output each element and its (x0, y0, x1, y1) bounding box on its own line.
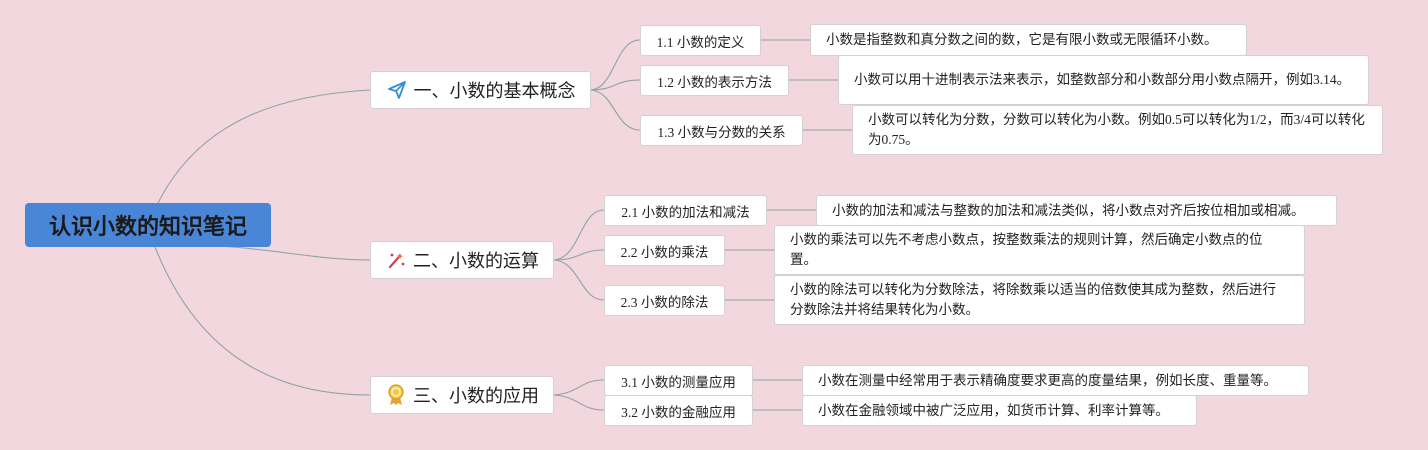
branch-operations[interactable]: 二、小数的运算 (370, 241, 554, 279)
topic-label: 2.2 小数的乘法 (620, 244, 709, 260)
topic-label: 1.1 小数的定义 (656, 34, 745, 50)
topic-2-3[interactable]: 2.3 小数的除法 (604, 285, 725, 316)
topic-label: 3.1 小数的测量应用 (621, 374, 736, 390)
topic-label: 2.3 小数的除法 (620, 294, 709, 310)
note-text: 小数可以用十进制表示法来表示，如整数部分和小数部分用小数点隔开，例如3.14。 (854, 72, 1351, 87)
root-node[interactable]: 认识小数的知识笔记 (25, 203, 271, 247)
branch-title: 三、小数的应用 (413, 386, 539, 407)
topic-3-2[interactable]: 3.2 小数的金融应用 (604, 395, 753, 426)
topic-label: 1.2 小数的表示方法 (657, 74, 772, 90)
topic-label: 3.2 小数的金融应用 (621, 404, 736, 420)
topic-2-2[interactable]: 2.2 小数的乘法 (604, 235, 725, 266)
topic-1-2[interactable]: 1.2 小数的表示方法 (640, 65, 789, 96)
branch-applications[interactable]: 三、小数的应用 (370, 376, 554, 414)
note-text: 小数在金融领域中被广泛应用，如货币计算、利率计算等。 (818, 402, 1169, 418)
branch-title: 一、小数的基本概念 (413, 81, 576, 102)
link-b3-s1 (553, 379, 605, 396)
link-b2-s3 (553, 259, 605, 301)
link-b1-s2 (590, 79, 641, 91)
link-root-branch-3 (154, 246, 371, 396)
topic-2-1[interactable]: 2.1 小数的加法和减法 (604, 195, 767, 226)
note-2-3[interactable]: 小数的除法可以转化为分数除法，将除数乘以适当的倍数使其成为整数，然后进行分数除法… (774, 275, 1305, 325)
note-2-2[interactable]: 小数的乘法可以先不考虑小数点，按整数乘法的规则计算，然后确定小数点的位置。 (774, 225, 1305, 275)
note-text: 小数可以转化为分数，分数可以转化为小数。例如0.5可以转化为1/2，而3/4可以… (868, 112, 1365, 147)
note-text: 小数是指整数和真分数之间的数，它是有限小数或无限循环小数。 (826, 32, 1218, 47)
link-root-branch-1 (157, 89, 371, 204)
topic-3-1[interactable]: 3.1 小数的测量应用 (604, 365, 753, 396)
topic-label: 1.3 小数与分数的关系 (657, 124, 786, 140)
note-2-1[interactable]: 小数的加法和减法与整数的加法和减法类似，将小数点对齐后按位相加或相减。 (816, 195, 1337, 226)
link-b1-s1 (590, 39, 641, 91)
branch-basic-concepts[interactable]: 一、小数的基本概念 (370, 71, 591, 109)
paper-plane-icon (386, 79, 408, 101)
topic-1-1[interactable]: 1.1 小数的定义 (640, 25, 761, 56)
link-b2-s2 (553, 249, 605, 261)
award-medal-icon (385, 384, 407, 406)
branch-title: 二、小数的运算 (413, 251, 539, 272)
note-text: 小数的乘法可以先不考虑小数点，按整数乘法的规则计算，然后确定小数点的位置。 (790, 232, 1263, 267)
magic-wand-icon (385, 249, 407, 271)
note-text: 小数的加法和减法与整数的加法和减法类似，将小数点对齐后按位相加或相减。 (832, 202, 1305, 218)
topic-1-3[interactable]: 1.3 小数与分数的关系 (640, 115, 803, 146)
note-1-1[interactable]: 小数是指整数和真分数之间的数，它是有限小数或无限循环小数。 (810, 24, 1247, 56)
root-title: 认识小数的知识笔记 (48, 215, 247, 240)
link-b2-s1 (553, 209, 605, 261)
link-b1-s3 (590, 89, 641, 131)
note-3-1[interactable]: 小数在测量中经常用于表示精确度要求更高的度量结果，例如长度、重量等。 (802, 365, 1309, 396)
note-1-2[interactable]: 小数可以用十进制表示法来表示，如整数部分和小数部分用小数点隔开，例如3.14。 (838, 55, 1369, 105)
note-text: 小数的除法可以转化为分数除法，将除数乘以适当的倍数使其成为整数，然后进行分数除法… (790, 282, 1276, 317)
note-text: 小数在测量中经常用于表示精确度要求更高的度量结果，例如长度、重量等。 (818, 372, 1277, 388)
note-1-3[interactable]: 小数可以转化为分数，分数可以转化为小数。例如0.5可以转化为1/2，而3/4可以… (852, 105, 1383, 155)
note-3-2[interactable]: 小数在金融领域中被广泛应用，如货币计算、利率计算等。 (802, 395, 1197, 426)
topic-label: 2.1 小数的加法和减法 (621, 204, 750, 220)
link-root-branch-2 (219, 245, 371, 261)
link-b3-s2 (553, 394, 605, 411)
